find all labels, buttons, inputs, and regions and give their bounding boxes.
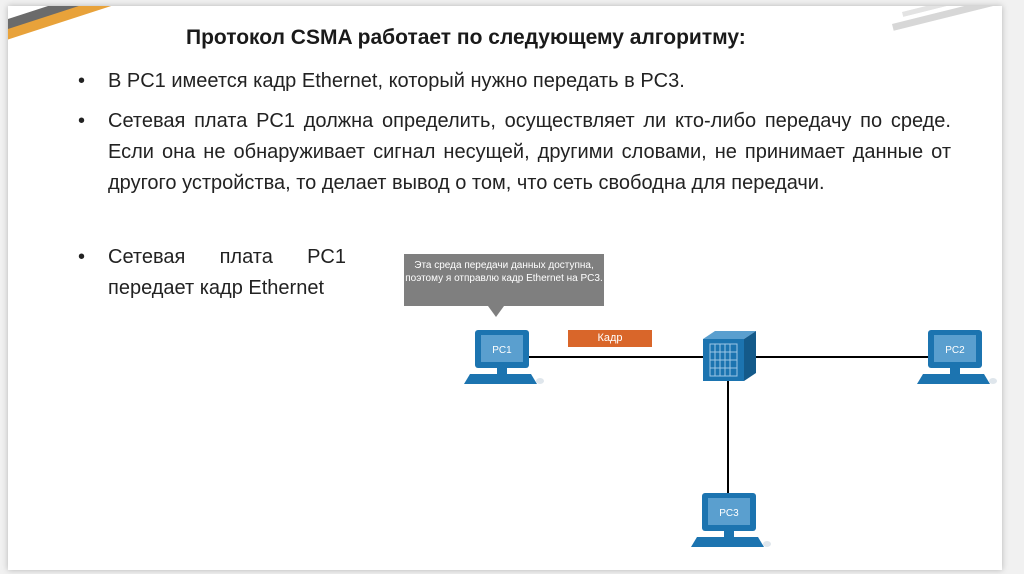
bullet-text: Сетевая плата PC1 передает кадр Ethernet: [108, 246, 346, 299]
bullet-text: В PC1 имеется кадр Ethernet, который нуж…: [108, 70, 685, 92]
bullet-marker: •: [78, 110, 86, 132]
pc1-computer-icon: PC1: [464, 330, 544, 384]
pc2-computer-icon: PC2: [917, 330, 997, 384]
switch-icon: [703, 331, 756, 381]
slide-title: Протокол CSMA работает по следующему алг…: [186, 26, 746, 49]
pc1-label: PC1: [492, 345, 512, 356]
pc3-label: PC3: [719, 508, 739, 519]
speech-bubble: Эта среда передачи данных доступна, поэт…: [404, 254, 604, 306]
speech-bubble-pointer: [488, 306, 504, 317]
bullet-text: Сетевая плата PC1 должна определить, осу…: [108, 110, 951, 194]
bullet-item-3: • Сетевая плата PC1 передает кадр Ethern…: [78, 242, 346, 304]
bullet-item-1: • В PC1 имеется кадр Ethernet, который н…: [78, 66, 958, 97]
pc2-label: PC2: [945, 345, 965, 356]
bullet-item-2: • Сетевая плата PC1 должна определить, о…: [78, 106, 951, 199]
bullet-marker: •: [78, 70, 86, 92]
bullet-marker: •: [78, 246, 86, 268]
ethernet-frame: Кадр: [568, 330, 652, 347]
pc3-computer-icon: PC3: [691, 493, 771, 547]
